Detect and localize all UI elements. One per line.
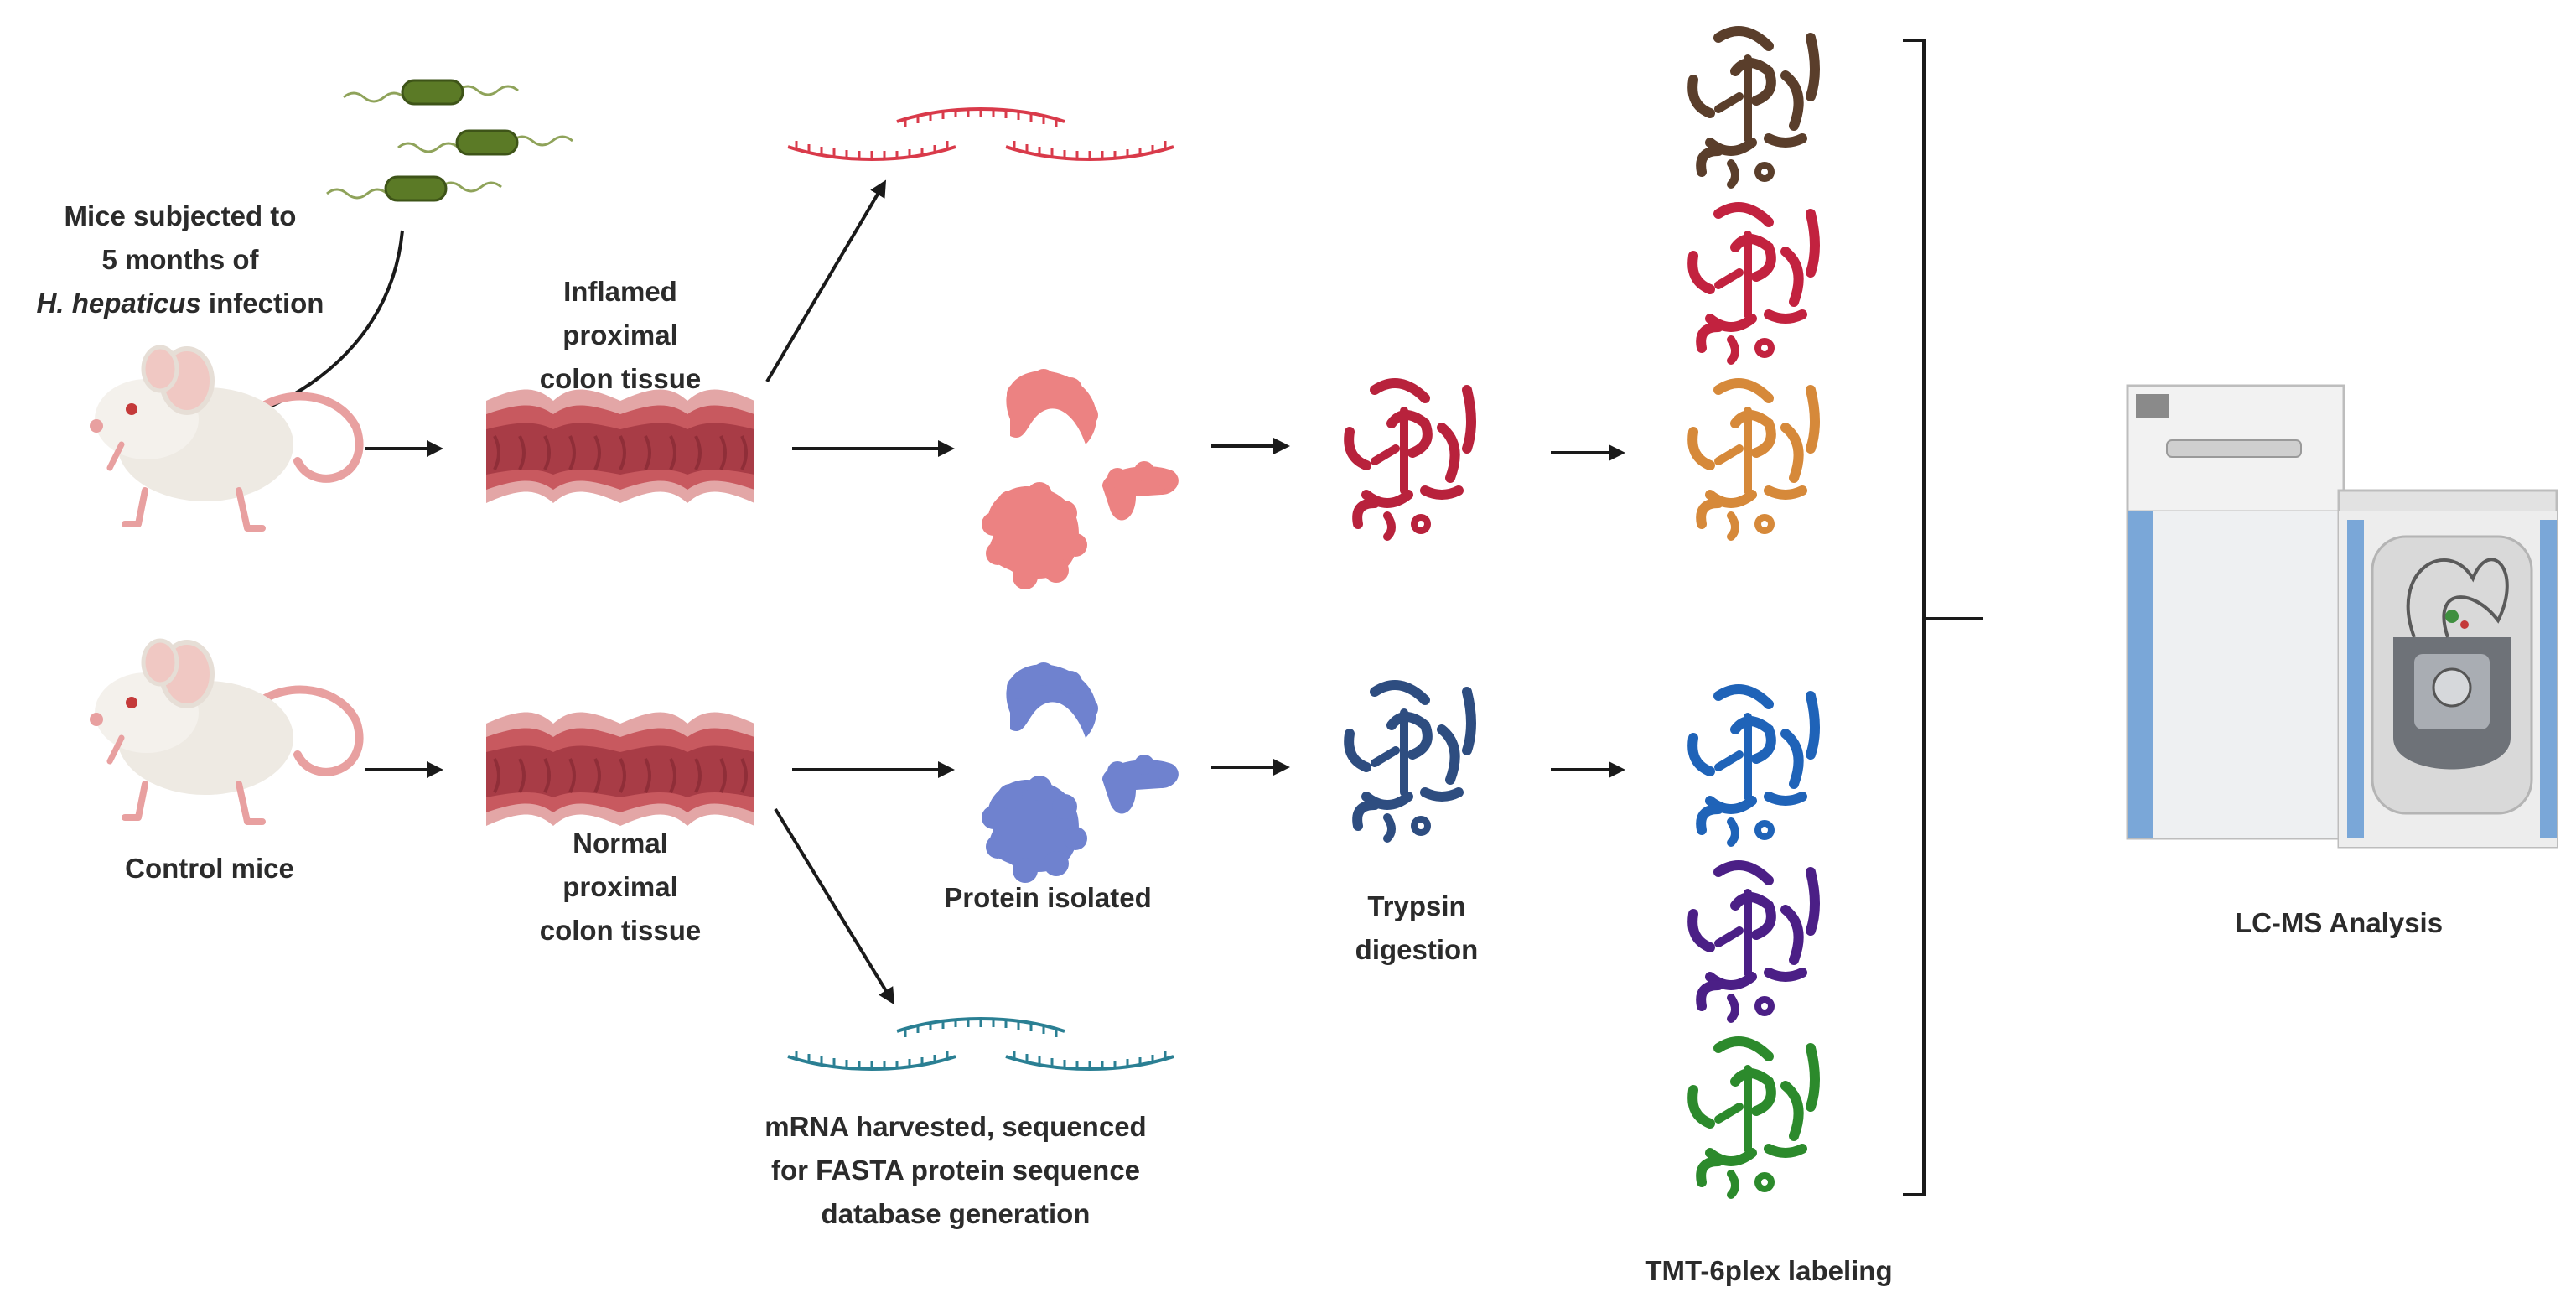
infected-mice-label: Mice subjected to 5 months of H. hepatic…	[17, 195, 344, 325]
control-peptide-icon	[1349, 685, 1471, 838]
infection-word: infection	[200, 288, 324, 319]
tmt-label-1-icon	[1692, 31, 1815, 184]
mrna-line2: for FASTA protein sequence	[770, 1155, 1141, 1186]
infected-protein-icon	[982, 369, 1179, 589]
bracket-icon	[1903, 39, 1983, 1196]
inflamed-tissue-label: Inflamed proximal colon tissue	[495, 270, 746, 401]
tmt-label-2-icon	[1692, 207, 1815, 361]
infected-peptide-icon	[1349, 383, 1471, 537]
normal-tissue-label: Normal proximal colon tissue	[495, 822, 746, 952]
lcms-label: LC-MS Analysis	[2234, 907, 2444, 938]
arrow-icon	[774, 807, 895, 1005]
tmt-labeled-peptides	[1692, 31, 1815, 1195]
inflamed-colon-tissue-icon	[485, 387, 756, 505]
trypsin-line2: digestion	[1355, 934, 1479, 965]
tmt-label-3-icon	[1692, 383, 1815, 537]
tmt-label-5-icon	[1692, 865, 1815, 1019]
normal-tissue-line3: colon tissue	[539, 915, 702, 946]
trypsin-line1: Trypsin	[1367, 890, 1466, 921]
inflamed-tissue-line1: Inflamed	[563, 276, 677, 307]
normal-colon-tissue-icon	[485, 710, 756, 828]
species-name: H. hepaticus	[36, 288, 201, 319]
mrna-line3: database generation	[821, 1198, 1091, 1229]
infected-mice-line3: H. hepaticus infection	[17, 282, 344, 325]
inflamed-tissue-line2: proximal	[562, 319, 678, 350]
inflamed-tissue-line3: colon tissue	[539, 363, 702, 394]
control-mouse-icon	[90, 641, 360, 822]
bacteria-icon	[325, 79, 574, 202]
infected-mouse-icon	[90, 347, 360, 528]
protein-isolated-label: Protein isolated	[944, 882, 1152, 913]
infected-mice-line1: Mice subjected to	[64, 200, 297, 231]
mrna-strand-icon	[786, 107, 1175, 161]
mass-spectrometer-icon	[2126, 384, 2558, 849]
normal-tissue-line2: proximal	[562, 871, 678, 902]
tmt-label-4-icon	[1692, 689, 1815, 843]
control-protein-icon	[982, 662, 1179, 883]
infected-mice-line2: 5 months of	[101, 244, 259, 275]
mrna-line1: mRNA harvested, sequenced	[765, 1111, 1147, 1142]
tmt-label: TMT-6plex labeling	[1645, 1255, 1893, 1286]
trypsin-label: Trypsin digestion	[1316, 885, 1517, 972]
control-mice-label: Control mice	[125, 853, 294, 884]
tmt-label-6-icon	[1692, 1041, 1815, 1195]
arrow-icon	[765, 179, 887, 383]
mrna-label: mRNA harvested, sequenced for FASTA prot…	[704, 1105, 1207, 1236]
mrna-strand-icon	[786, 1017, 1175, 1071]
normal-tissue-line1: Normal	[573, 828, 668, 859]
